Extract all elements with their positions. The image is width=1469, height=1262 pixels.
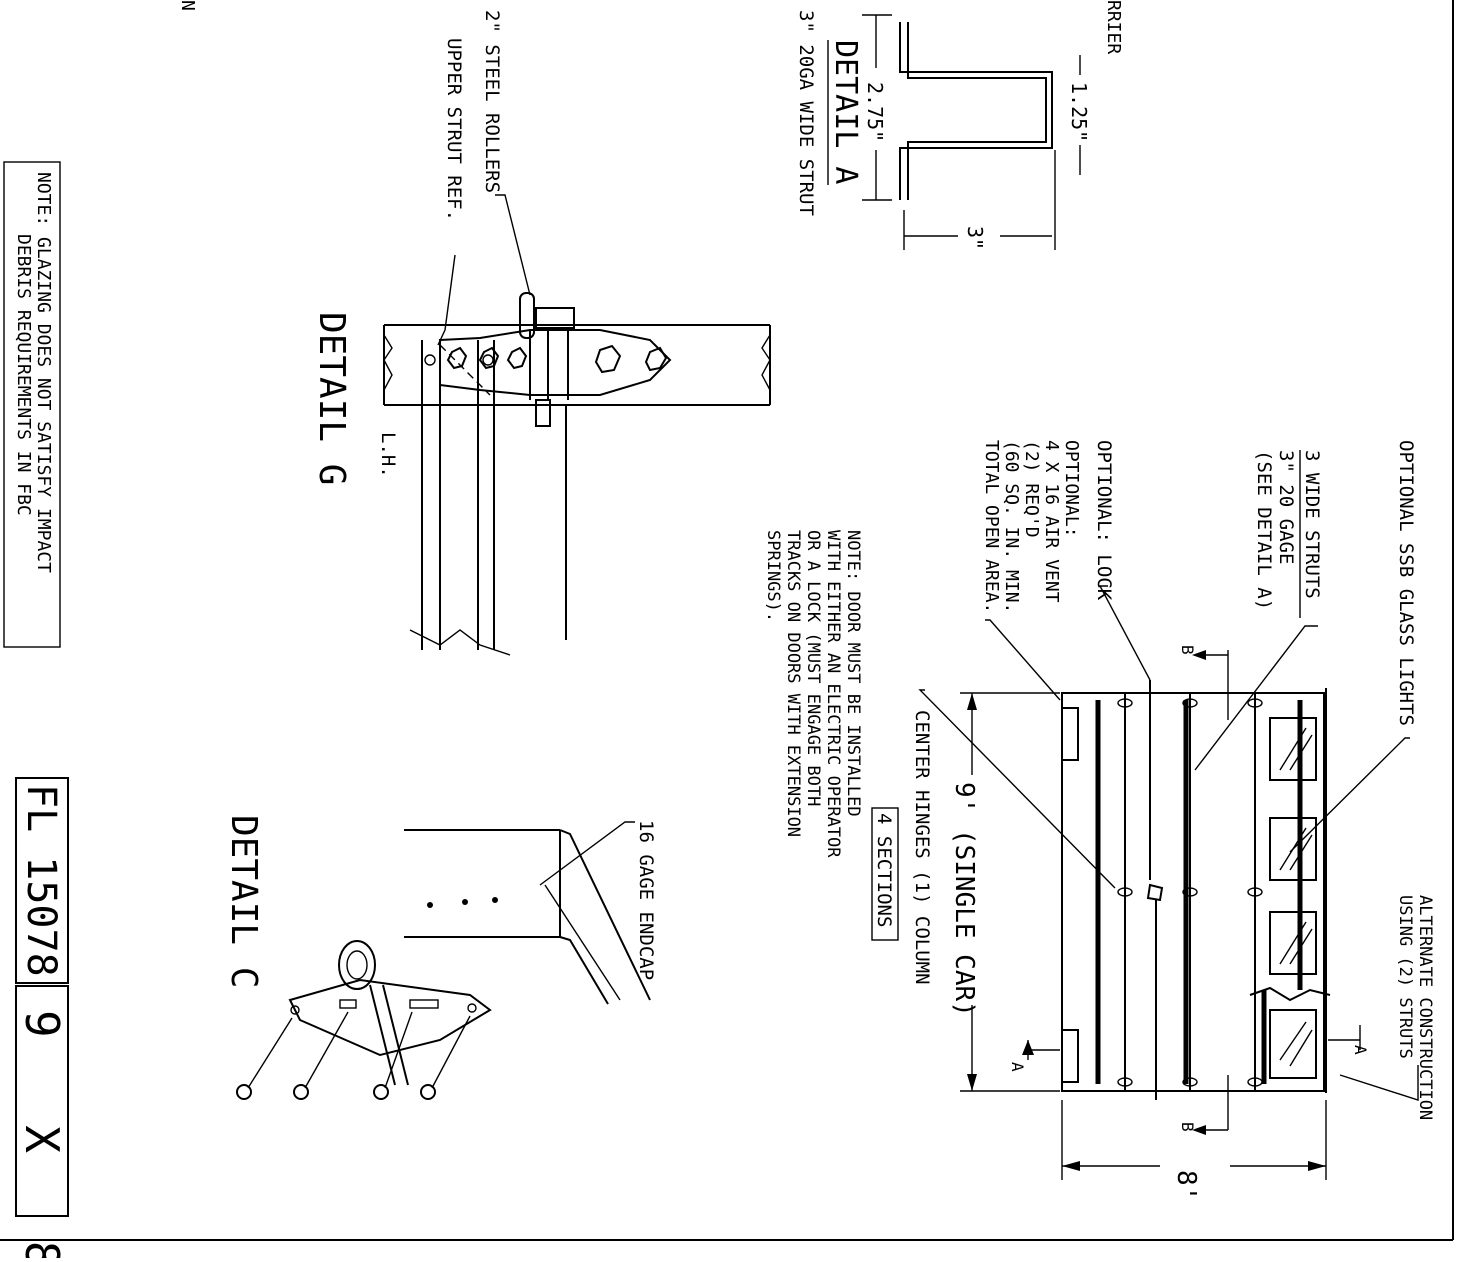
door-alternate-label-2: USING (2) STRUTS [1395, 895, 1415, 1059]
install-note-line3: OR A LOCK (MUST ENGAGE BOTH [803, 530, 823, 806]
install-note-line5: SPRINGS). [763, 530, 783, 622]
section-b-bottom: B [1178, 1122, 1197, 1132]
door-alternate-label-1: ALTERNATE CONSTRUCTION [1415, 895, 1435, 1120]
detail-a-dim-flange: 1.25" [1067, 82, 1091, 142]
cropped-label-right: RRIER [1103, 0, 1124, 54]
detail-c-drawing [236, 821, 651, 1100]
section-b-top: B [1178, 645, 1197, 655]
door-hinges-label: CENTER HINGES (1) COLUMN [911, 710, 933, 985]
door-size: 9 X 8 [15, 1010, 69, 1258]
door-width-label: 9' (SINGLE CAR) [949, 782, 979, 1017]
door-sections-label: 4 SECTIONS [873, 813, 895, 927]
detail-g-title: DETAIL G [311, 312, 352, 485]
glazing-note-box [3, 161, 61, 648]
sections-box [871, 807, 899, 941]
door-lights-label: OPTIONAL SSB GLASS LIGHTS [1395, 440, 1417, 726]
door-vent-label-4: (60 SQ. IN. MIN. [1001, 440, 1022, 613]
detail-g-rollers-label: 2" STEEL ROLLERS [481, 10, 503, 193]
door-vent-label-2: 4 X 16 AIR VENT [1041, 440, 1062, 603]
install-note-line2: WITH EITHER AN ELECTRIC OPERATOR [823, 530, 843, 858]
detail-a-caption: 3" 20GA WIDE STRUT [795, 10, 817, 216]
detail-g-drawing [383, 194, 771, 656]
detail-a-drawing [862, 14, 1081, 250]
detail-c-title: DETAIL C [223, 815, 264, 988]
install-note-line1: NOTE: DOOR MUST BE INSTALLED [843, 530, 863, 817]
section-a-left: A [1008, 1062, 1027, 1072]
door-vent-label-3: (2) REQ'D [1021, 440, 1042, 538]
door-height-label: 8' [1171, 1170, 1201, 1201]
detail-a-dim-depth: 3" [963, 226, 987, 250]
door-vent-label-1: OPTIONAL: [1061, 440, 1082, 538]
fl-number: FL 15078 [18, 784, 64, 977]
install-note-line4: TRACKS ON DOORS WITH EXTENSION [783, 530, 803, 837]
detail-a-title: DETAIL A [828, 40, 863, 185]
fl-number-box [15, 777, 69, 984]
door-size-box [15, 985, 69, 1217]
door-lock-label: OPTIONAL: LOCK [1093, 440, 1115, 601]
door-struts-label-1: 3 WIDE STRUTS [1301, 450, 1323, 599]
detail-g-strut-label: UPPER STRUT REF. [443, 38, 465, 221]
glazing-note-line1: NOTE: GLAZING DOES NOT SATISFY IMPACT [33, 172, 54, 573]
detail-a-dim-width: 2.75" [863, 82, 887, 142]
door-struts-label-2: 3" 20 GAGE [1275, 450, 1297, 564]
glazing-note-line2: DEBRIS REQUIREMENTS IN FBC [13, 234, 34, 516]
section-a-right: A [1351, 1045, 1370, 1055]
door-struts-label-3: (SEE DETAIL A) [1253, 450, 1275, 610]
cropped-label-left: N [177, 0, 198, 11]
detail-g-hand-label: L.H. [377, 432, 399, 478]
door-elevation [918, 585, 1419, 1180]
door-vent-label-5: TOTAL OPEN AREA. [981, 440, 1002, 613]
detail-c-endcap-label: 16 GAGE ENDCAP [635, 820, 657, 980]
